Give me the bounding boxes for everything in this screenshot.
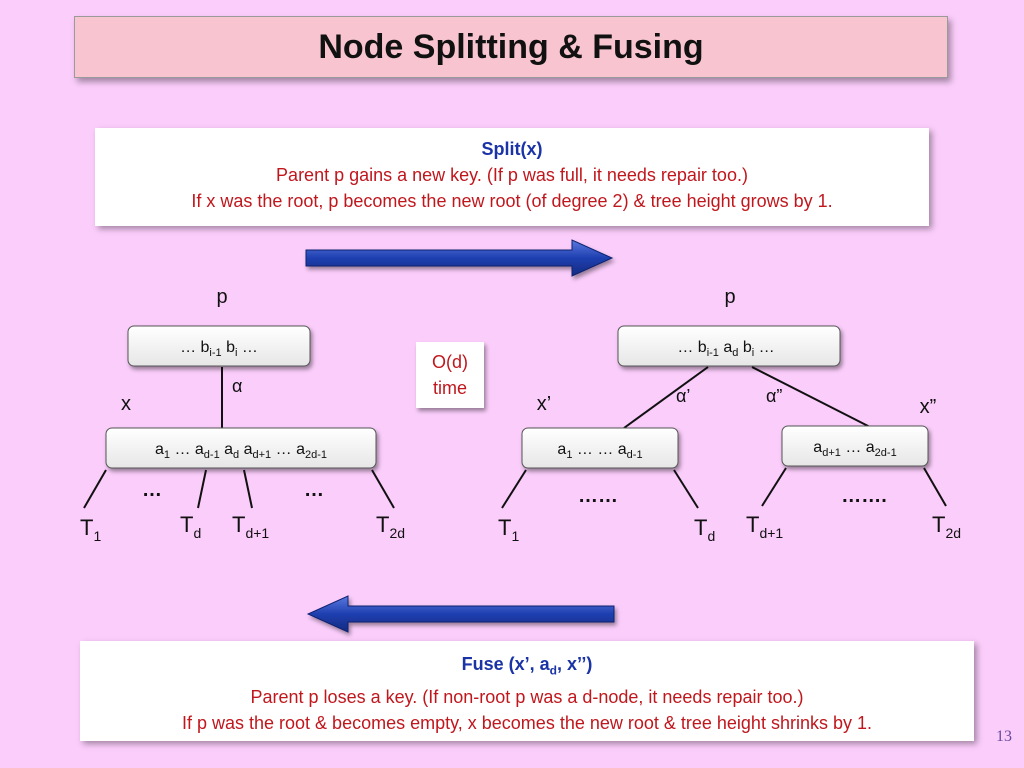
left-parent-node: … bi-1 bi … — [127, 325, 311, 367]
fuse-heading: Fuse (x’, ad, x’’) — [461, 654, 593, 678]
right-edge-x-dprime — [751, 366, 873, 429]
right-dots-1: …… — [578, 485, 618, 507]
fuse-info-box: Fuse (x’, ad, x’’) Parent p loses a key.… — [80, 641, 974, 741]
page-number: 13 — [996, 728, 1012, 745]
right-dots-2: ……. — [841, 485, 887, 507]
right-child-1-keys: a1 … … ad-1 — [557, 441, 642, 461]
left-parent-label: p — [216, 286, 227, 308]
left-subtree-t2d: T2d — [376, 512, 405, 541]
split-line-2: If x was the root, p becomes the new roo… — [191, 191, 833, 211]
left-subtree-td1: Td+1 — [232, 512, 269, 541]
right-edge-label-2: α” — [766, 386, 782, 406]
right-edge-t1 — [501, 469, 527, 509]
left-subtree-t1: T1 — [80, 515, 101, 544]
right-child-label-1: x’ — [537, 393, 551, 415]
split-line-1: Parent p gains a new key. (If p was full… — [276, 165, 748, 185]
right-subtree-td1: Td+1 — [746, 512, 783, 541]
split-info-box: Split(x) Parent p gains a new key. (If p… — [95, 128, 929, 226]
right-edge-t2d — [923, 467, 947, 507]
right-subtree-t2d: T2d — [932, 512, 961, 541]
complexity-box: O(d) time — [416, 342, 484, 408]
complexity-line-2: time — [433, 378, 467, 398]
complexity-line-1: O(d) — [432, 352, 468, 372]
right-child-node-2: ad+1 … a2d-1 — [781, 425, 929, 467]
right-subtree-td: Td — [694, 515, 715, 544]
left-parent-keys: … bi-1 bi … — [180, 339, 258, 359]
right-parent-node: … bi-1 ad bi … — [617, 325, 841, 367]
right-edge-label-1: α’ — [676, 386, 690, 406]
right-parent-keys: … bi-1 ad bi … — [677, 339, 774, 359]
left-edge-td1 — [243, 469, 253, 509]
fuse-arrow — [306, 595, 615, 633]
right-edge-x-prime — [623, 366, 709, 429]
fuse-line-1: Parent p loses a key. (If non-root p was… — [250, 686, 804, 707]
split-arrow — [305, 239, 614, 277]
left-edge-t1 — [83, 469, 107, 509]
split-heading: Split(x) — [481, 139, 543, 159]
left-child-node: a1 … ad-1 ad ad+1 … a2d-1 — [105, 427, 377, 469]
right-edge-td1 — [761, 467, 787, 507]
left-child-label: x — [121, 393, 131, 415]
right-subtree-t1: T1 — [498, 515, 519, 544]
left-edge-label: α — [232, 376, 242, 396]
right-child-label-2: x” — [920, 396, 937, 418]
left-edge-td — [197, 469, 207, 509]
right-parent-label: p — [724, 286, 735, 308]
left-dots-1: … — [142, 479, 162, 501]
title-box: Node Splitting & Fusing — [74, 16, 948, 78]
right-edge-td — [673, 469, 699, 509]
left-child-keys: a1 … ad-1 ad ad+1 … a2d-1 — [155, 441, 327, 461]
left-subtree-td: Td — [180, 512, 201, 541]
left-dots-2: … — [304, 479, 324, 501]
fuse-line-2: If p was the root & becomes empty, x bec… — [181, 712, 872, 733]
right-child-node-1: a1 … … ad-1 — [521, 427, 679, 469]
left-edge-t2d — [371, 469, 395, 509]
slide-title: Node Splitting & Fusing — [318, 27, 704, 66]
